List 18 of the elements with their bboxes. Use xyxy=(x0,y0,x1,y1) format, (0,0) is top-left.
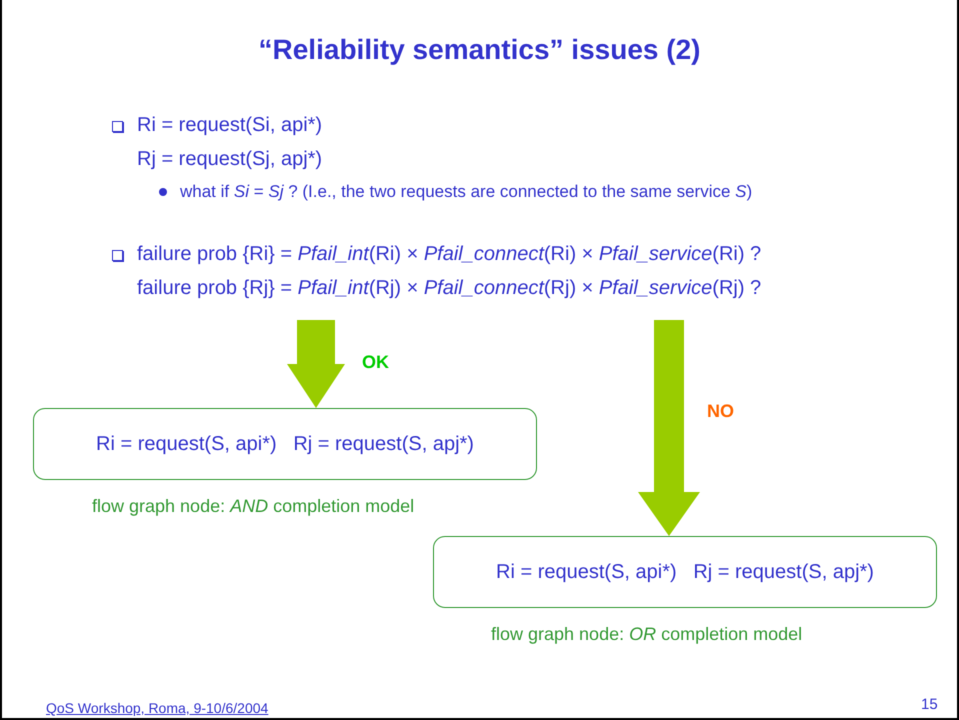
bullet-text: failure prob {Rj} = Pfail_int(Rj) × Pfail_connect(Rj) × Pfail_service(Rj) ? xyxy=(137,277,762,300)
block-arrow xyxy=(638,320,700,536)
slide-title: “Reliability semantics” issues (2) xyxy=(258,34,702,66)
formula-text: Ri = request(S, api*) Rj = request(S, apj*) xyxy=(96,432,474,456)
footer-link: QoS Workshop, Roma, 9-10/6/2004 xyxy=(46,700,268,716)
node-caption: flow graph node: OR completion model xyxy=(491,624,802,645)
edge-label: NO xyxy=(707,401,734,422)
edge-label: OK xyxy=(362,352,389,373)
bullet-text: failure prob {Ri} = Pfail_int(Ri) × Pfail_connect(Ri) × Pfail_service(Ri) ? xyxy=(137,243,762,266)
bullet-text: Ri = request(Si, api*) xyxy=(137,114,322,137)
bullet-text: Rj = request(Sj, apj*) xyxy=(137,148,322,171)
page-number: 15 xyxy=(921,696,938,713)
block-arrow xyxy=(287,320,345,408)
formula-text: Ri = request(S, api*) Rj = request(S, apj*) xyxy=(496,560,874,584)
bullet-text: what if Si = Sj ? (I.e., the two requests are connected to the same service S) xyxy=(180,182,752,202)
formula-box xyxy=(433,536,937,608)
formula-box xyxy=(33,408,537,480)
node-caption: flow graph node: AND completion model xyxy=(92,496,414,517)
